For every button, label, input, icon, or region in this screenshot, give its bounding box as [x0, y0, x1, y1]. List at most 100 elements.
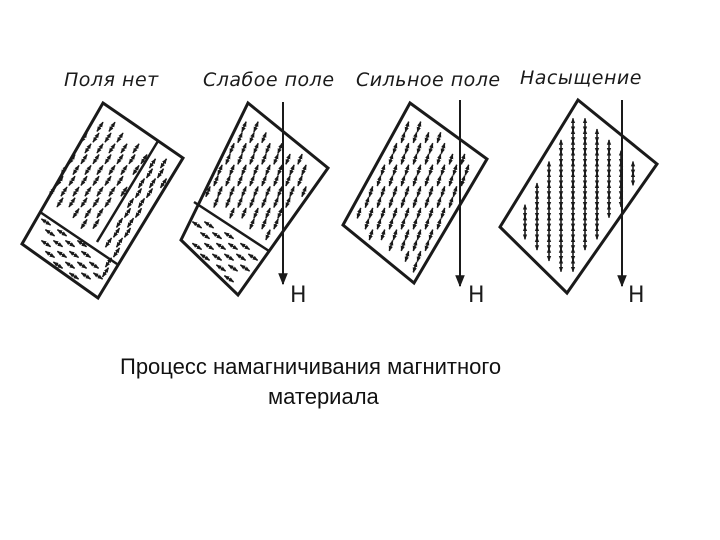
domain-arrow	[199, 231, 211, 240]
domain-arrow	[440, 207, 446, 219]
domain-arrow	[145, 168, 154, 179]
domain-arrow	[148, 158, 157, 169]
domain-arrow	[261, 153, 267, 165]
domain-arrow	[88, 261, 100, 269]
domain-arrow	[412, 175, 418, 187]
domain-arrow	[380, 207, 386, 219]
domain-arrow	[112, 227, 121, 238]
domain-arrow	[424, 196, 430, 209]
domain-arrow	[416, 164, 422, 176]
domain-arrow	[223, 253, 235, 261]
domain-arrow	[237, 196, 243, 209]
domain-arrow	[428, 185, 434, 198]
domain-arrow	[392, 207, 398, 219]
domain-arrow	[424, 153, 430, 165]
domain-arrow	[68, 154, 76, 165]
domain-arrow	[203, 242, 215, 251]
domain-arrow	[253, 142, 259, 155]
domain-arrow	[436, 175, 442, 187]
domain-arrow	[261, 175, 267, 187]
domain-arrow	[400, 196, 406, 209]
domain-arrow	[223, 275, 235, 283]
domain-arrow	[452, 185, 458, 198]
domain-arrow	[277, 207, 283, 219]
domain-arrow	[64, 239, 76, 248]
domain-arrow	[253, 185, 259, 198]
domain-arrow	[364, 196, 370, 209]
domain-arrow	[140, 154, 148, 165]
domain-arrow	[227, 242, 239, 251]
domain-arrow	[452, 164, 458, 176]
domain-arrow	[297, 175, 303, 187]
domain-arrow	[368, 229, 374, 241]
domain-arrow	[104, 132, 112, 143]
domain-arrow	[416, 250, 422, 263]
domain-arrow	[211, 253, 223, 261]
domain-arrow	[448, 153, 454, 165]
panel-no-field	[20, 100, 186, 301]
domain-arrow	[108, 121, 116, 132]
domain-arrow	[265, 142, 271, 155]
domain-arrow	[104, 197, 112, 208]
domain-arrow	[277, 164, 283, 176]
domain-arrow	[115, 217, 124, 228]
domain-arrow	[404, 164, 410, 176]
domain-arrow	[400, 131, 406, 144]
domain-arrow	[223, 231, 235, 240]
domain-arrow	[376, 175, 382, 187]
domain-arrow	[213, 175, 219, 187]
domain-arrow	[364, 218, 370, 230]
domain-arrow	[400, 239, 406, 252]
caption-line-2: материала	[268, 384, 379, 409]
caption-line-1: Процесс намагничивания магнитного	[120, 354, 502, 379]
domain-arrow	[241, 185, 247, 198]
domain-arrow	[416, 229, 422, 241]
domain-arrow	[237, 153, 243, 165]
domain-arrow	[285, 196, 291, 209]
domain-arrow	[225, 175, 231, 187]
panel-label-strong-field: Сильное поле	[356, 69, 501, 91]
crystal-outline	[20, 100, 186, 301]
domain-arrow	[80, 250, 92, 259]
domain-arrow	[64, 261, 76, 269]
domain-arrow	[44, 250, 56, 259]
domain-arrow	[235, 253, 247, 261]
domain-arrow	[237, 175, 243, 187]
domain-arrow	[225, 153, 231, 165]
domain-arrow	[239, 264, 251, 272]
domain-arrow	[424, 131, 430, 144]
domain-arrow	[388, 218, 394, 230]
domain-arrow	[72, 208, 80, 219]
domain-arrow	[92, 132, 100, 143]
domain-arrow	[261, 218, 267, 230]
domain-arrow	[265, 164, 271, 176]
domain-arrow	[96, 186, 104, 197]
domain-arrow	[416, 121, 422, 133]
domain-arrow	[404, 121, 410, 133]
domain-arrow	[392, 142, 398, 155]
domain-arrow	[128, 154, 136, 165]
domain-arrow	[265, 229, 271, 241]
domain-arrow	[247, 253, 259, 261]
domain-arrow	[44, 229, 56, 237]
domain-arrow	[241, 142, 247, 155]
domain-arrow	[68, 272, 80, 280]
domain-arrow	[424, 239, 430, 252]
domain-arrow	[96, 121, 104, 132]
domain-arrow	[239, 242, 251, 251]
domain-arrow	[104, 175, 112, 186]
domain-arrow	[211, 231, 223, 240]
domain-arrow	[368, 185, 374, 198]
domain-arrows	[191, 121, 307, 283]
domain-arrow	[123, 207, 132, 218]
domain-arrow	[400, 218, 406, 230]
domain-arrow	[297, 153, 303, 165]
panel-label-no-field: Поля нет	[64, 69, 159, 91]
domain-arrow	[440, 142, 446, 155]
domain-arrow	[265, 207, 271, 219]
field-label-h: H	[628, 283, 645, 308]
domain-arrow	[104, 237, 113, 248]
domain-arrow	[388, 239, 394, 252]
domain-arrow	[225, 196, 231, 209]
domain-arrow	[392, 164, 398, 176]
